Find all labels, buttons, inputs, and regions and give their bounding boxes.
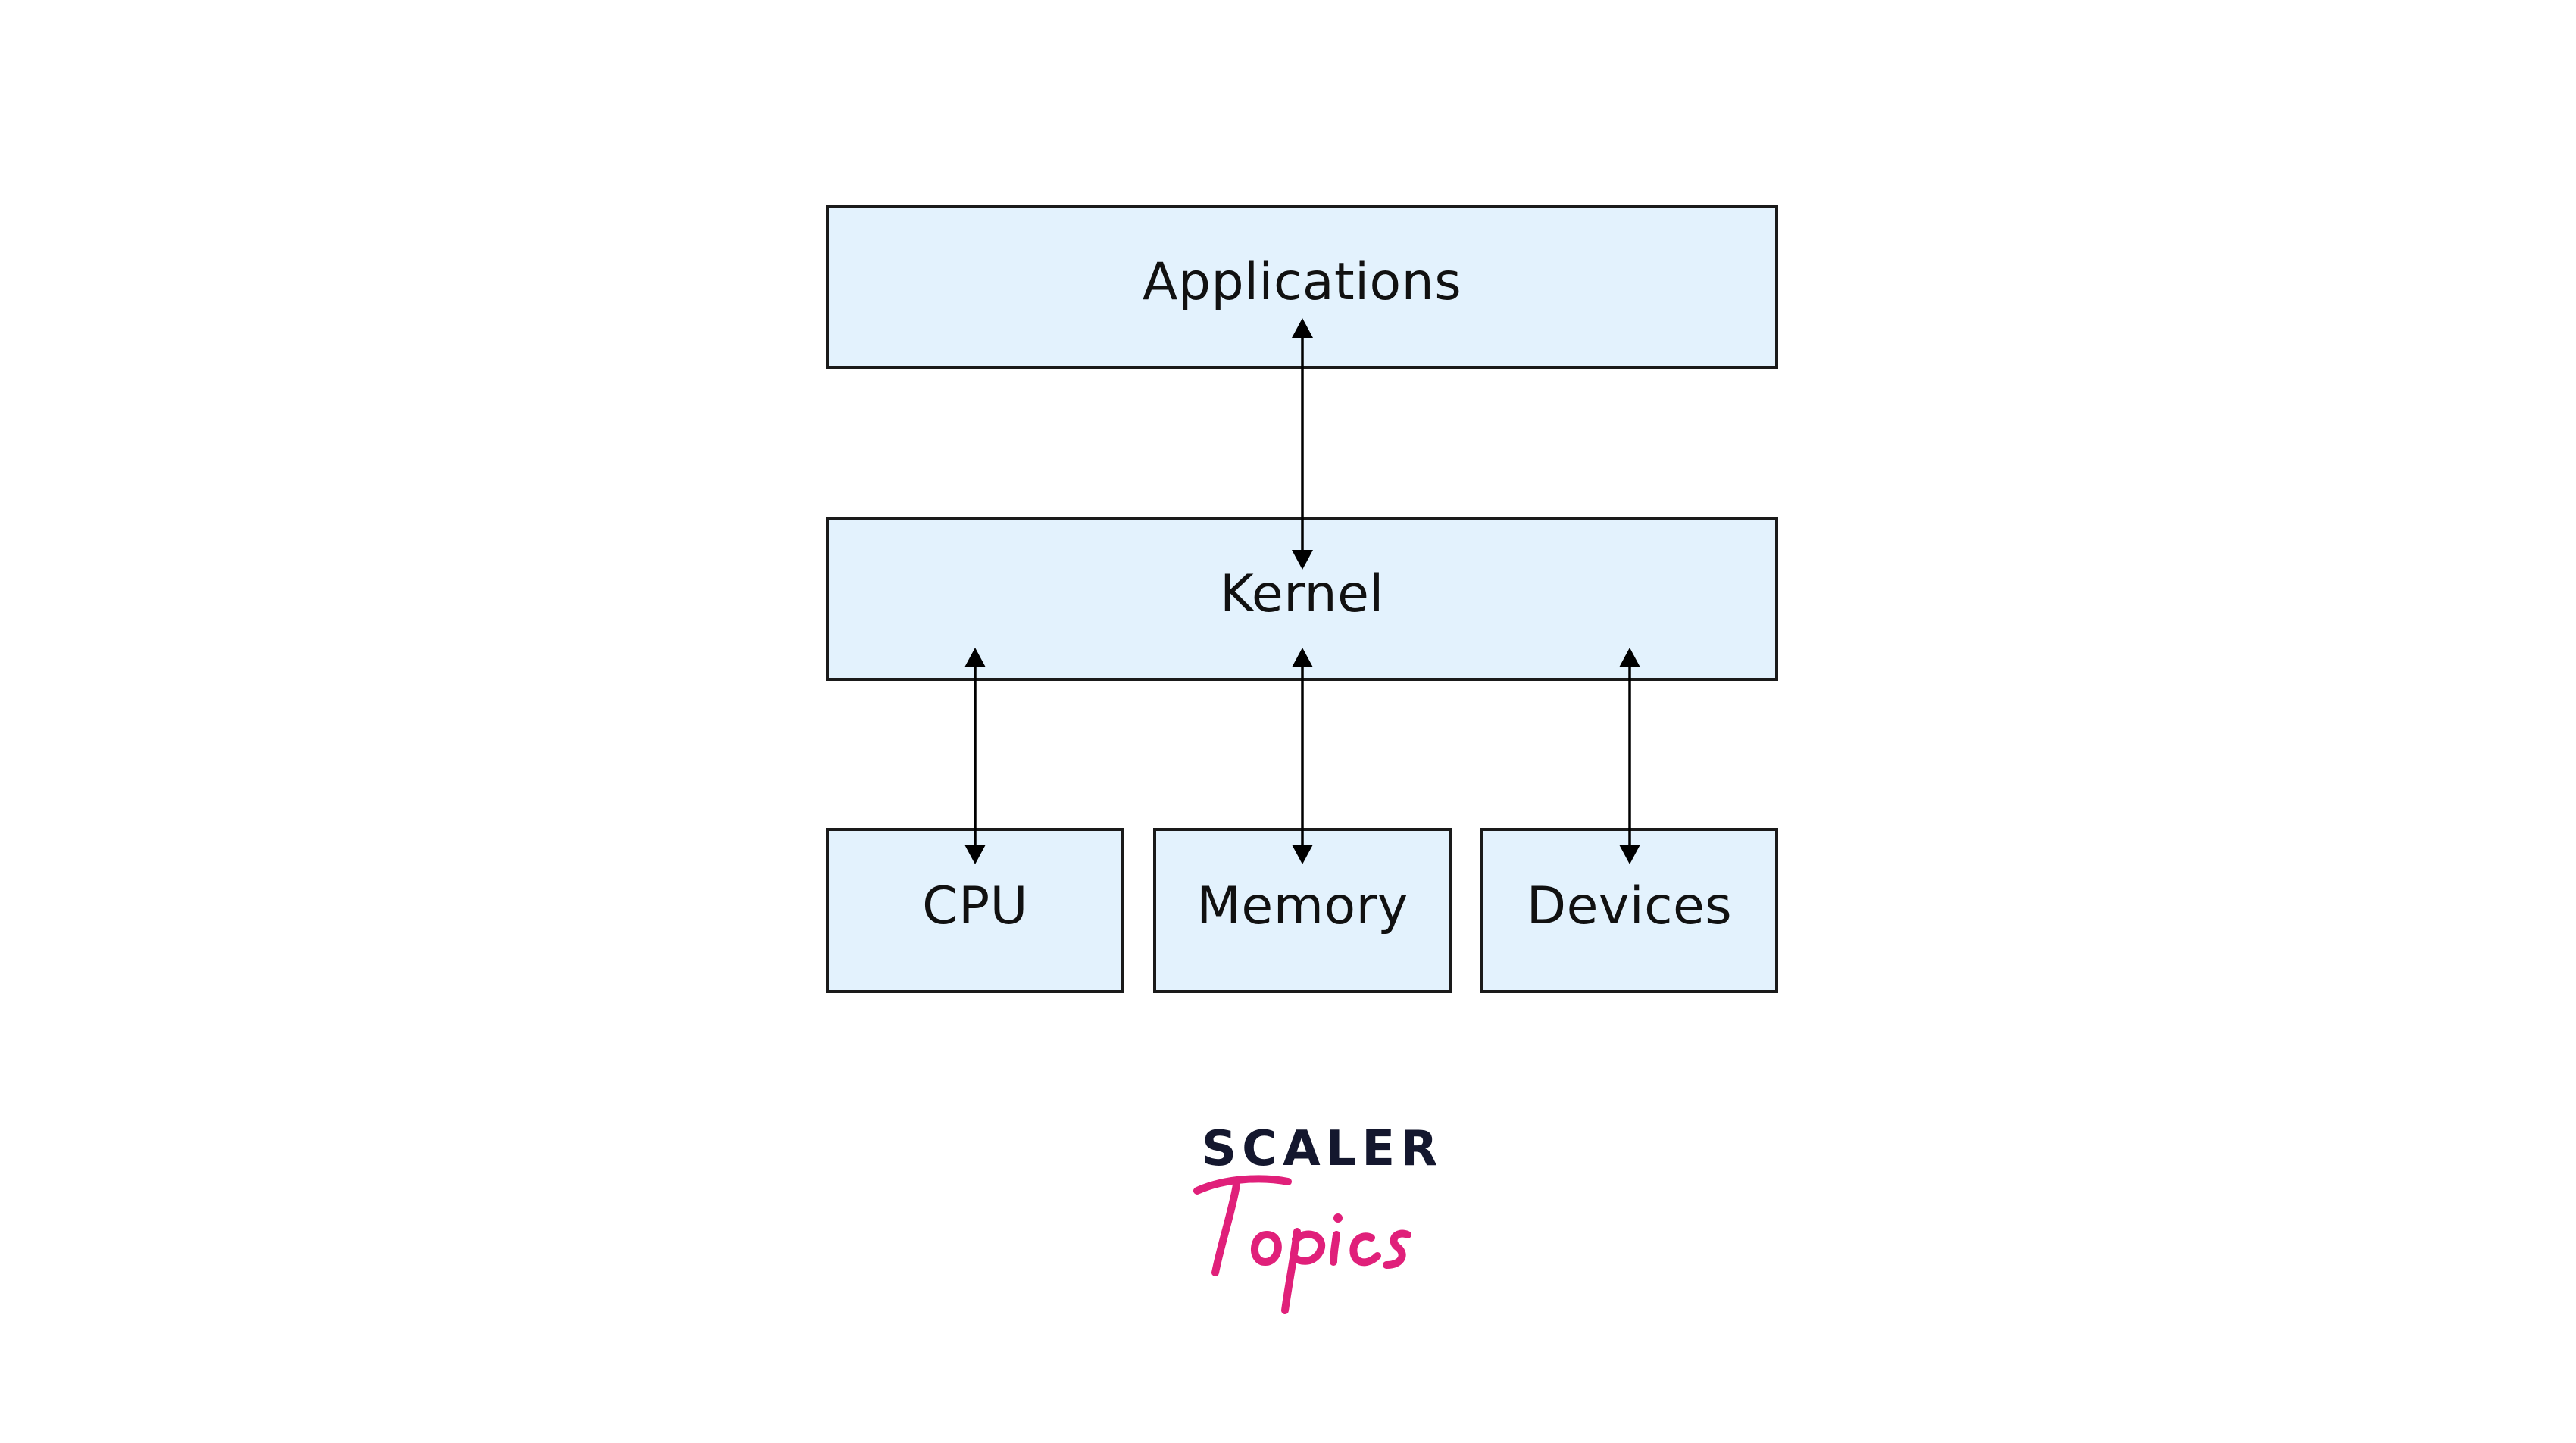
cpu-label: CPU <box>922 876 1028 936</box>
devices-box: Devices <box>1480 828 1778 993</box>
kernel-label: Kernel <box>1220 564 1384 624</box>
cpu-box: CPU <box>826 828 1124 993</box>
scaler-wordmark: SCALER <box>1202 1121 1443 1177</box>
memory-box: Memory <box>1153 828 1452 993</box>
scaler-topics-logo: SCALER <box>1182 1121 1437 1318</box>
topics-script-mark <box>1193 1175 1411 1314</box>
kernel-box: Kernel <box>826 517 1778 681</box>
devices-label: Devices <box>1526 876 1733 936</box>
applications-label: Applications <box>1142 252 1462 312</box>
applications-box: Applications <box>826 205 1778 369</box>
memory-label: Memory <box>1196 876 1408 936</box>
